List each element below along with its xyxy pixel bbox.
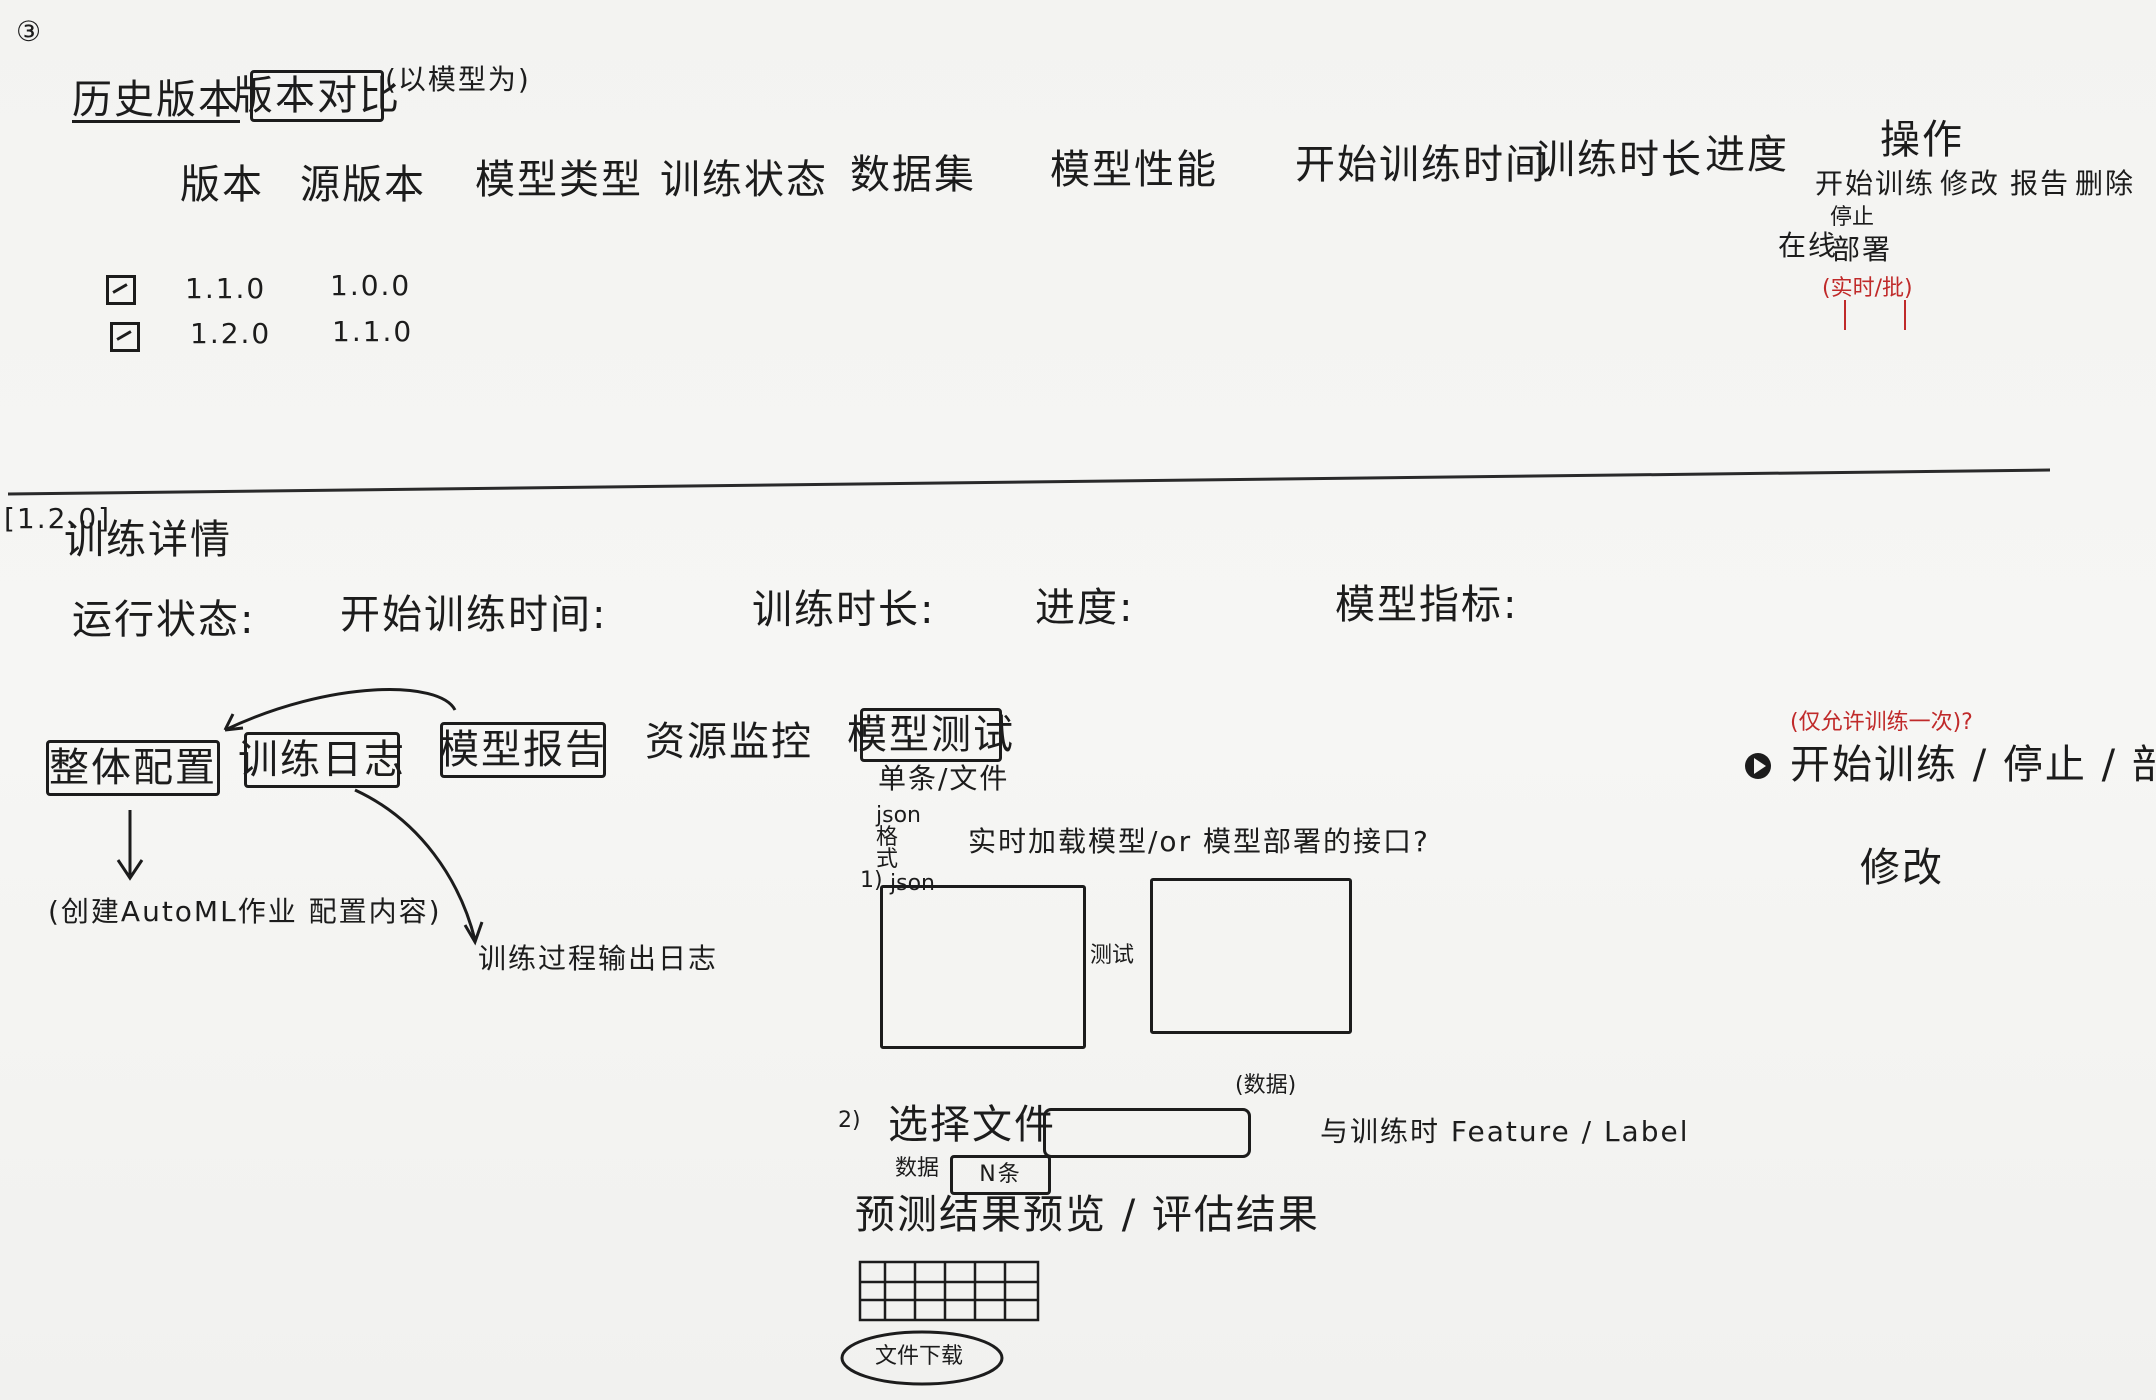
col-model-perf: 模型性能	[1050, 147, 1218, 193]
col-duration: 训练时长	[1535, 137, 1703, 183]
test-subtitle: 单条/文件	[878, 762, 1010, 795]
file-select-input[interactable]	[1043, 1108, 1251, 1158]
action-start-train[interactable]: 开始训练	[1815, 167, 1936, 200]
history-title: 历史版本	[72, 77, 240, 123]
right-actions[interactable]: 开始训练 / 停止 / 部署	[1790, 742, 2156, 788]
action-report[interactable]: 报告	[2010, 167, 2071, 200]
compare-note: (以模型为)	[385, 63, 531, 96]
n-rows-field[interactable]: N条	[950, 1155, 1051, 1195]
row-source: 1.0.0	[330, 269, 412, 302]
test-button[interactable]: 测试	[1090, 943, 1135, 968]
row-version: 1.1.0	[185, 272, 267, 305]
col-model-type: 模型类型	[475, 157, 643, 203]
field-duration: 训练时长:	[752, 587, 936, 633]
action-stop[interactable]: 停止	[1830, 205, 1875, 230]
test-result-box	[1150, 878, 1352, 1034]
tab-resource-monitor[interactable]: 资源监控	[645, 719, 813, 765]
right-action-note: (仅允许训练一次)?	[1790, 710, 1973, 735]
json-input-box[interactable]	[880, 885, 1086, 1049]
row-source: 1.1.0	[332, 315, 414, 348]
config-note: (创建AutoML作业 配置内容)	[48, 895, 442, 928]
field-progress: 进度:	[1035, 585, 1135, 631]
row-checkbox[interactable]	[106, 275, 136, 305]
detail-title: 训练详情	[64, 517, 232, 563]
col-start-time: 开始训练时间	[1295, 142, 1547, 188]
file-note: 与训练时 Feature / Label	[1320, 1115, 1690, 1148]
field-run-status: 运行状态:	[72, 597, 256, 643]
preview-label: 预测结果预览 / 评估结果	[855, 1192, 1320, 1238]
col-source-version: 源版本	[300, 162, 426, 208]
test-item1-label: 1)	[860, 868, 883, 893]
col-progress: 进度	[1705, 132, 1789, 178]
test-item1-note: 实时加载模型/or 模型部署的接口?	[968, 825, 1430, 858]
tab-model-report[interactable]: 模型报告	[439, 722, 606, 778]
field-model-metrics: 模型指标:	[1335, 582, 1519, 628]
col-version: 版本	[180, 162, 264, 208]
col-train-status: 训练状态	[660, 157, 828, 203]
field-start-time: 开始训练时间:	[340, 592, 608, 638]
json-input-label: json	[890, 871, 935, 896]
test-item2-label: 2)	[838, 1108, 861, 1133]
action-edit[interactable]: 修改	[1940, 167, 2001, 200]
page-number: ③	[16, 15, 44, 48]
tab-model-test[interactable]: 模型测试	[847, 708, 1013, 762]
row-checkbox[interactable]	[110, 322, 140, 352]
version-compare-button[interactable]: 版本对比	[233, 70, 399, 122]
tab-train-log[interactable]: 训练日志	[238, 732, 404, 788]
log-note: 训练过程输出日志	[478, 942, 719, 975]
col-actions: 操作	[1880, 117, 1964, 163]
detail-version-tag: [1.2.0]	[4, 502, 112, 535]
action-online: 在线	[1778, 229, 1839, 262]
test-json-label: json 格式	[876, 803, 921, 872]
deploy-modes: (实时/批)	[1822, 276, 1913, 301]
file-hint: (数据)	[1235, 1073, 1297, 1098]
download-button[interactable]: 文件下载	[875, 1344, 964, 1369]
col-dataset: 数据集	[850, 152, 976, 198]
row-version: 1.2.0	[190, 317, 272, 350]
action-deploy[interactable]: 部署	[1832, 233, 1893, 266]
action-delete[interactable]: 删除	[2075, 167, 2136, 200]
right-deploy-edit[interactable]: 修改	[1860, 845, 1944, 891]
tab-overall-config[interactable]: 整体配置	[46, 740, 220, 796]
select-file-label: 选择文件	[888, 1102, 1056, 1148]
data-label: 数据	[895, 1156, 940, 1181]
